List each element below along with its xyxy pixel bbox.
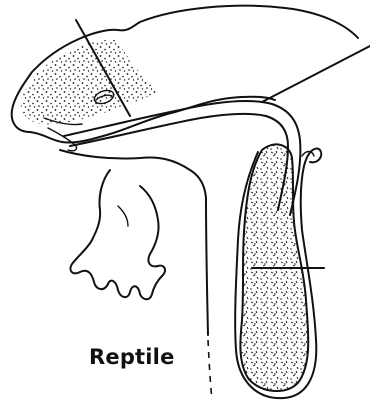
neck-underside bbox=[60, 150, 206, 198]
tail-dashed bbox=[208, 340, 212, 400]
leader-line-cord bbox=[262, 46, 370, 102]
forelimb-detail bbox=[118, 206, 128, 226]
diagram-caption: Reptile bbox=[89, 345, 175, 369]
head-texture bbox=[21, 40, 160, 125]
forelimb bbox=[70, 170, 165, 299]
trunk-left bbox=[206, 198, 208, 335]
